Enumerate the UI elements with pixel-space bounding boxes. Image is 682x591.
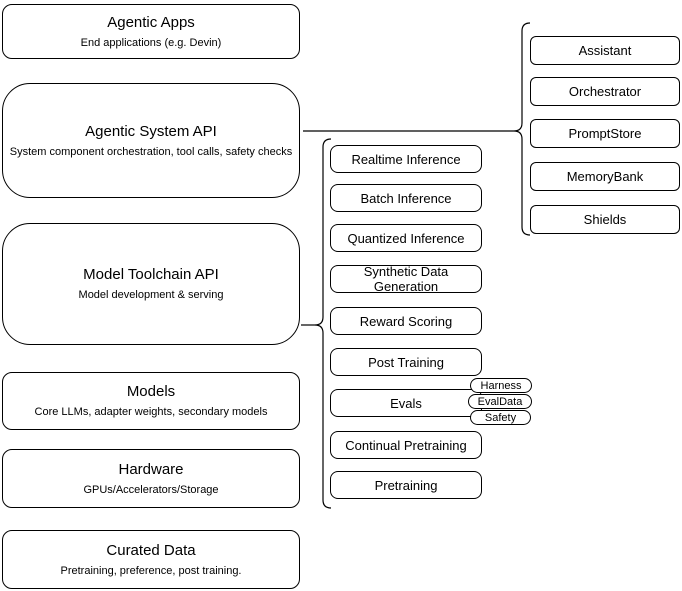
node-agentic-system-api: Agentic System API System component orch… (2, 83, 300, 198)
node-subtitle: System component orchestration, tool cal… (9, 145, 293, 158)
node-subtitle: Core LLMs, adapter weights, secondary mo… (34, 406, 268, 418)
tag-evaldata: EvalData (468, 394, 532, 409)
node-title: Agentic Apps (107, 13, 195, 31)
tag-safety: Safety (470, 410, 531, 425)
node-subtitle: Model development & serving (78, 289, 224, 301)
node-reward-scoring: Reward Scoring (330, 307, 482, 335)
node-shields: Shields (530, 205, 680, 234)
tag-harness: Harness (470, 378, 532, 393)
node-models: Models Core LLMs, adapter weights, secon… (2, 372, 300, 430)
node-post-training: Post Training (330, 348, 482, 376)
node-evals: Evals (330, 389, 482, 417)
node-subtitle: GPUs/Accelerators/Storage (83, 483, 219, 496)
node-quantized-inference: Quantized Inference (330, 224, 482, 252)
node-title: Curated Data (106, 541, 196, 559)
node-subtitle: End applications (e.g. Devin) (80, 36, 222, 49)
node-subtitle: Pretraining, preference, post training. (60, 564, 242, 577)
toolchain-components-brace (314, 138, 332, 509)
node-pretraining: Pretraining (330, 471, 482, 499)
node-synthetic-data-generation: Synthetic Data Generation (330, 264, 482, 294)
node-agentic-apps: Agentic Apps End applications (e.g. Devi… (2, 4, 300, 59)
node-curated-data: Curated Data Pretraining, preference, po… (2, 530, 300, 589)
system-components-brace (513, 22, 531, 236)
node-memorybank: MemoryBank (530, 162, 680, 191)
node-continual-pretraining: Continual Pretraining (330, 431, 482, 459)
node-model-toolchain-api: Model Toolchain API Model development & … (2, 223, 300, 345)
node-batch-inference: Batch Inference (330, 184, 482, 212)
node-assistant: Assistant (530, 36, 680, 65)
node-hardware: Hardware GPUs/Accelerators/Storage (2, 449, 300, 508)
node-promptstore: PromptStore (530, 119, 680, 148)
node-realtime-inference: Realtime Inference (330, 145, 482, 173)
node-title: Model Toolchain API (83, 266, 219, 283)
node-title: Hardware (118, 460, 184, 478)
node-title: Models (126, 383, 176, 400)
node-orchestrator: Orchestrator (530, 77, 680, 106)
node-title: Agentic System API (85, 122, 217, 140)
